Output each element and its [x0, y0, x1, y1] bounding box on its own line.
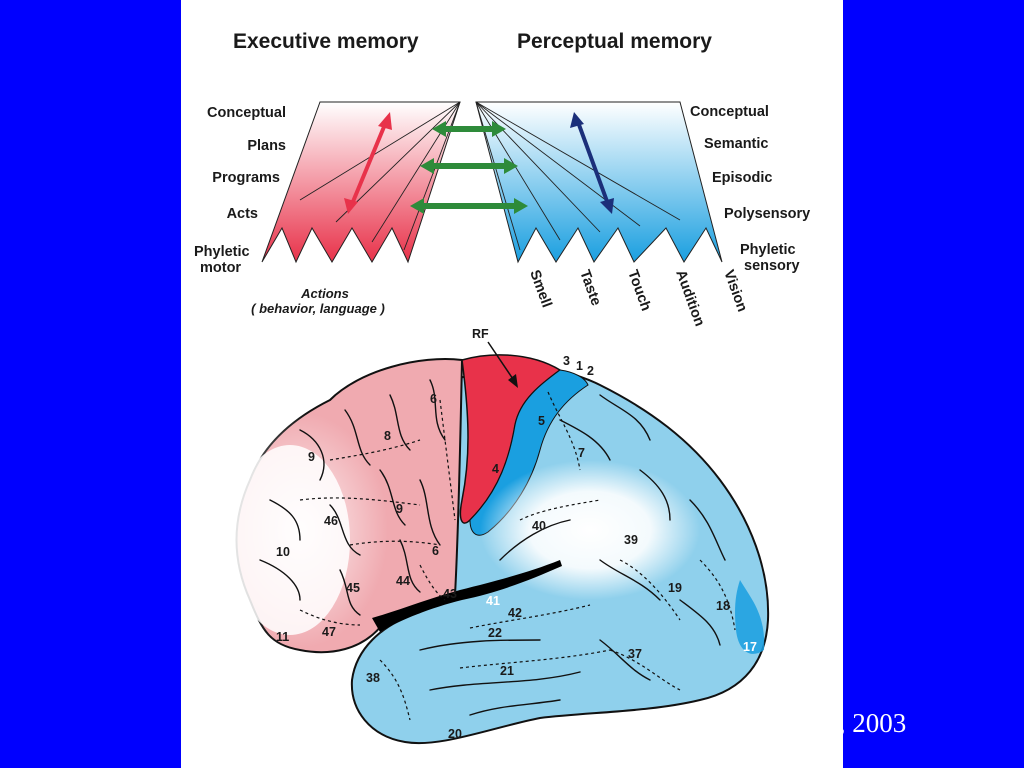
area-6-ventral: 6 [432, 544, 439, 558]
area-6-dorsal: 6 [430, 392, 437, 406]
perceptual-memory-header: Perceptual memory [517, 30, 712, 53]
area-11: 11 [276, 630, 289, 644]
sense-touch: Touch [624, 268, 654, 313]
area-43: 43 [443, 587, 457, 601]
area-20: 20 [448, 727, 462, 741]
area-7: 7 [578, 446, 585, 460]
area-44: 44 [396, 574, 410, 588]
executive-level-motor: motor [200, 260, 241, 276]
area-37: 37 [628, 647, 642, 661]
sense-taste: Taste [576, 268, 604, 308]
area-39: 39 [624, 533, 638, 547]
green-arrows [410, 121, 528, 214]
actions-label: Actions [300, 286, 349, 301]
area-3: 3 [563, 354, 570, 368]
perceptual-level-semantic: Semantic [704, 136, 768, 152]
perceptual-level-episodic: Episodic [712, 170, 772, 186]
executive-level-acts: Acts [227, 206, 258, 222]
executive-level-conceptual: Conceptual [207, 105, 286, 121]
executive-level-programs: Programs [212, 170, 280, 186]
area-8: 8 [384, 429, 391, 443]
citation-text: ., 2003 [832, 708, 907, 738]
perceptual-level-sensory: sensory [744, 258, 800, 274]
area-19: 19 [668, 581, 682, 595]
sylvian-fissure [372, 560, 562, 632]
area-21: 21 [500, 664, 514, 678]
area-46: 46 [324, 514, 338, 528]
area-17: 17 [743, 640, 757, 654]
executive-level-phyletic: Phyletic [194, 244, 250, 260]
executive-level-plans: Plans [247, 138, 286, 154]
area-40: 40 [532, 519, 546, 533]
rf-arrow [487, 341, 518, 388]
sense-vision: Vision [720, 268, 750, 314]
green-double-arrow [432, 121, 506, 137]
rf-label: RF [472, 327, 489, 341]
perceptual-level-conceptual: Conceptual [690, 104, 769, 120]
area-38: 38 [366, 671, 380, 685]
perceptual-level-phyletic: Phyletic [740, 242, 796, 258]
area-47: 47 [322, 625, 336, 639]
area-42: 42 [508, 606, 522, 620]
area-2: 2 [587, 364, 594, 378]
area-45: 45 [346, 581, 360, 595]
navy-vertical-arrow [570, 112, 614, 214]
executive-memory-header: Executive memory [233, 30, 419, 53]
sense-smell: Smell [526, 268, 554, 310]
red-vertical-arrow [344, 112, 392, 214]
area-1: 1 [576, 359, 583, 373]
sense-audition: Audition [672, 268, 707, 329]
area-5: 5 [538, 414, 545, 428]
area-9-ventral: 9 [396, 502, 403, 516]
area-9-dorsal: 9 [308, 450, 315, 464]
area-4: 4 [492, 462, 499, 476]
perceptual-level-polysensory: Polysensory [724, 206, 810, 222]
brodmann-area-numbers: 9 8 6 4 3 1 2 5 7 46 9 10 6 44 45 43 40 … [276, 354, 757, 741]
brain-illustration [212, 354, 770, 744]
green-double-arrow [420, 158, 518, 174]
area-10: 10 [276, 545, 290, 559]
area-18: 18 [716, 599, 730, 613]
actions-sublabel: ( behavior, language ) [251, 301, 385, 316]
green-double-arrow [410, 198, 528, 214]
area-41: 41 [486, 594, 500, 608]
area-22: 22 [488, 626, 502, 640]
